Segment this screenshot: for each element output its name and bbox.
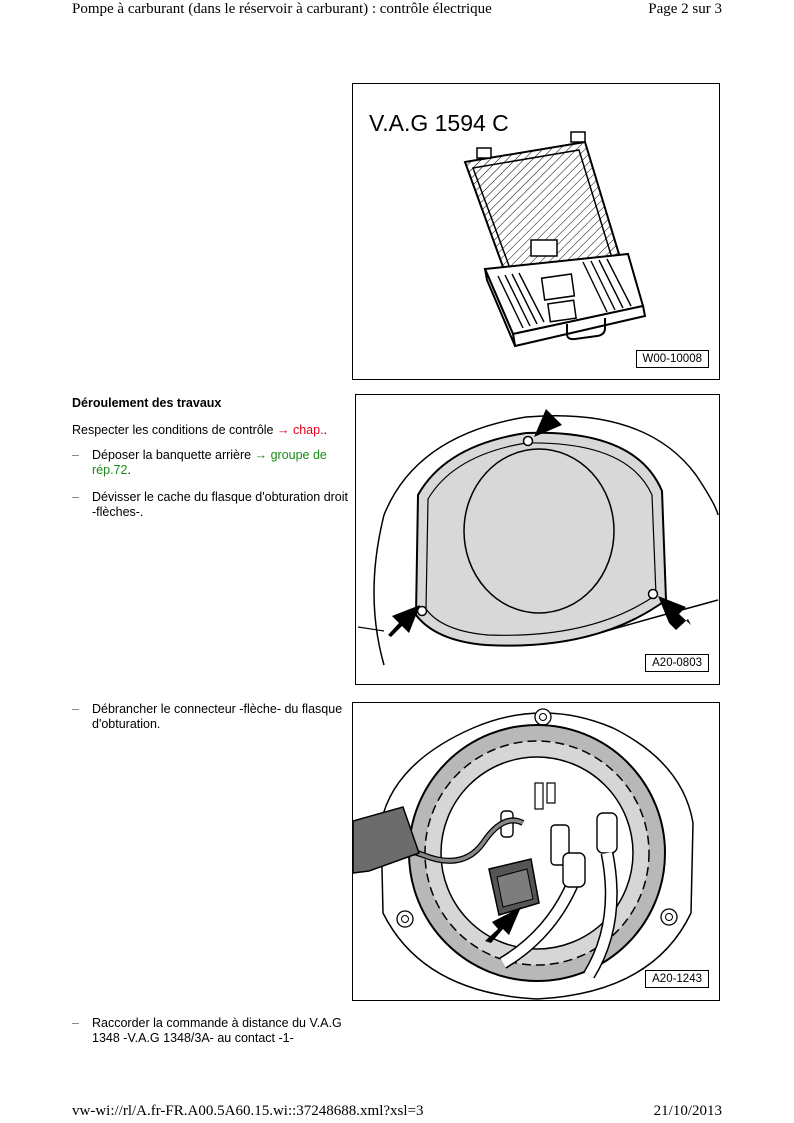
step-text: Débrancher le connecteur -flèche- du fla… (92, 702, 343, 731)
intro-paragraph: Respecter les conditions de contrôle → c… (72, 423, 352, 438)
step-suffix: . (127, 463, 131, 477)
list-dash: – (72, 1016, 79, 1030)
step-text: Déposer la banquette arrière (92, 448, 255, 462)
figure-code: A20-1243 (645, 970, 709, 988)
intro-text: Respecter les conditions de contrôle (72, 423, 277, 437)
step-text: Raccorder la commande à distance du V.A.… (92, 1016, 342, 1045)
cover-flange-illustration (357, 405, 719, 666)
page-footer-url: vw-wi://rl/A.fr-FR.A00.5A60.15.wi::37248… (72, 1103, 424, 1119)
page-number: Page 2 sur 3 (648, 1, 722, 17)
repair-group-link[interactable]: → groupe de rép.72 (92, 448, 327, 477)
section-title: Déroulement des travaux (72, 396, 222, 410)
figure-code: W00-10008 (635, 350, 709, 368)
figure-heading: V.A.G 1594 C (369, 110, 509, 136)
figure-code: A20-0803 (645, 654, 709, 672)
page-footer-date: 21/10/2013 (653, 1103, 722, 1119)
tool-case-illustration (463, 131, 647, 348)
page-header-title: Pompe à carburant (dans le réservoir à c… (72, 1, 492, 17)
figure-pump-connector: A20-1243 (352, 702, 720, 1001)
step-disconnect-connector: – Débrancher le connecteur -flèche- du f… (72, 702, 352, 732)
step-connect-remote-control: – Raccorder la commande à distance du V.… (72, 1016, 352, 1046)
intro-suffix: . (323, 423, 328, 437)
list-dash: – (72, 448, 79, 462)
figure-tool-case: V.A.G 1594 C W00-1 (352, 83, 720, 380)
step-unscrew-cover: – Dévisser le cache du flasque d'obturat… (72, 490, 352, 520)
list-dash: – (72, 702, 79, 716)
pump-connector-illustration (353, 708, 694, 1000)
step-remove-rear-seat: – Déposer la banquette arrière → groupe … (72, 448, 352, 478)
list-dash: – (72, 490, 79, 504)
chapter-link[interactable]: → chap. (276, 423, 324, 437)
step-text: Dévisser le cache du flasque d'obturatio… (92, 490, 349, 519)
figure-cover-flange: A20-0803 (355, 394, 720, 685)
